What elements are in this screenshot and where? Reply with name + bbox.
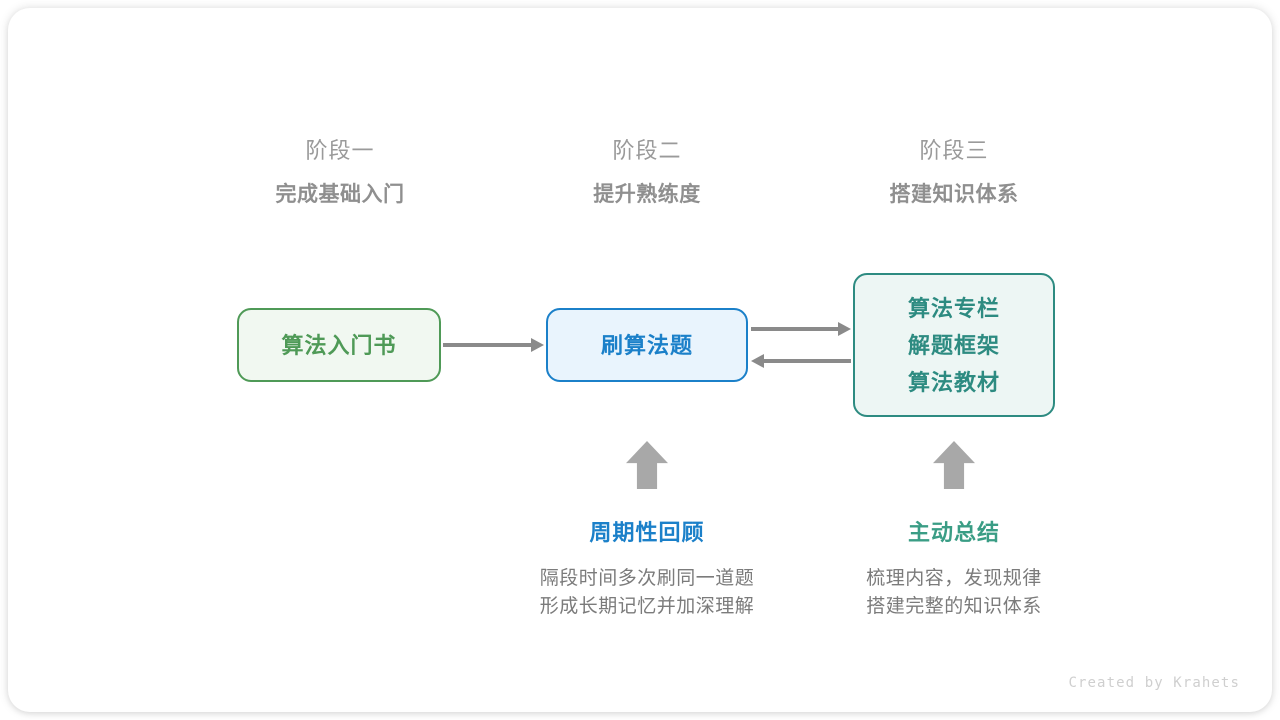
note-active-summary: 主动总结 梳理内容，发现规律 搭建完整的知识体系 (794, 518, 1114, 621)
stage-2-title: 提升熟练度 (593, 183, 701, 206)
note-summary-line-1: 梳理内容，发现规律 (866, 568, 1042, 589)
stage-1-index-label: 阶段一 (305, 138, 375, 163)
node-system-line-3: 算法教材 (907, 369, 1000, 395)
node-knowledge-system[interactable]: 算法专栏 解题框架 算法教材 (853, 273, 1055, 417)
note-review-title: 周期性回顾 (589, 520, 705, 545)
node-algorithm-intro-book[interactable]: 算法入门书 (237, 308, 441, 382)
arrow-book-to-practice-icon (443, 338, 544, 352)
arrow-head (751, 354, 764, 368)
node-system-line-1: 算法专栏 (907, 295, 1000, 321)
stage-header-2: 阶段二 提升熟练度 (497, 134, 797, 214)
up-arrow-review-icon (626, 441, 668, 489)
node-book-label: 算法入门书 (281, 332, 397, 358)
arrow-shaft (751, 327, 841, 331)
note-review-line-1: 隔段时间多次刷同一道题 (539, 568, 755, 589)
arrow-system-to-practice-icon (751, 354, 851, 368)
credit-text: Created by Krahets (1068, 675, 1240, 691)
arrow-shaft (443, 343, 534, 347)
note-summary-body: 梳理内容，发现规律 搭建完整的知识体系 (794, 565, 1114, 621)
arrow-shaft (761, 359, 851, 363)
stage-1-title: 完成基础入门 (275, 183, 405, 206)
arrow-practice-to-system-icon (751, 322, 851, 336)
stage-header-3: 阶段三 搭建知识体系 (804, 134, 1104, 214)
stage-2-index-label: 阶段二 (612, 138, 682, 163)
up-arrow-summary-icon (933, 441, 975, 489)
diagram-canvas: 阶段一 完成基础入门 阶段二 提升熟练度 阶段三 搭建知识体系 算法入门书 刷算… (8, 8, 1272, 712)
note-review-line-2: 形成长期记忆并加深理解 (539, 596, 755, 617)
node-system-line-2: 解题框架 (907, 332, 1000, 358)
stage-3-title: 搭建知识体系 (889, 183, 1019, 206)
stage-header-1: 阶段一 完成基础入门 (190, 134, 490, 214)
note-summary-line-2: 搭建完整的知识体系 (866, 596, 1042, 617)
note-review-body: 隔段时间多次刷同一道题 形成长期记忆并加深理解 (487, 565, 807, 621)
note-summary-title: 主动总结 (907, 520, 1000, 545)
note-periodic-review: 周期性回顾 隔段时间多次刷同一道题 形成长期记忆并加深理解 (487, 518, 807, 621)
node-practice-label: 刷算法题 (600, 332, 693, 358)
arrow-head (531, 338, 544, 352)
arrow-head (838, 322, 851, 336)
stage-3-index-label: 阶段三 (919, 138, 989, 163)
node-practice-problems[interactable]: 刷算法题 (546, 308, 748, 382)
